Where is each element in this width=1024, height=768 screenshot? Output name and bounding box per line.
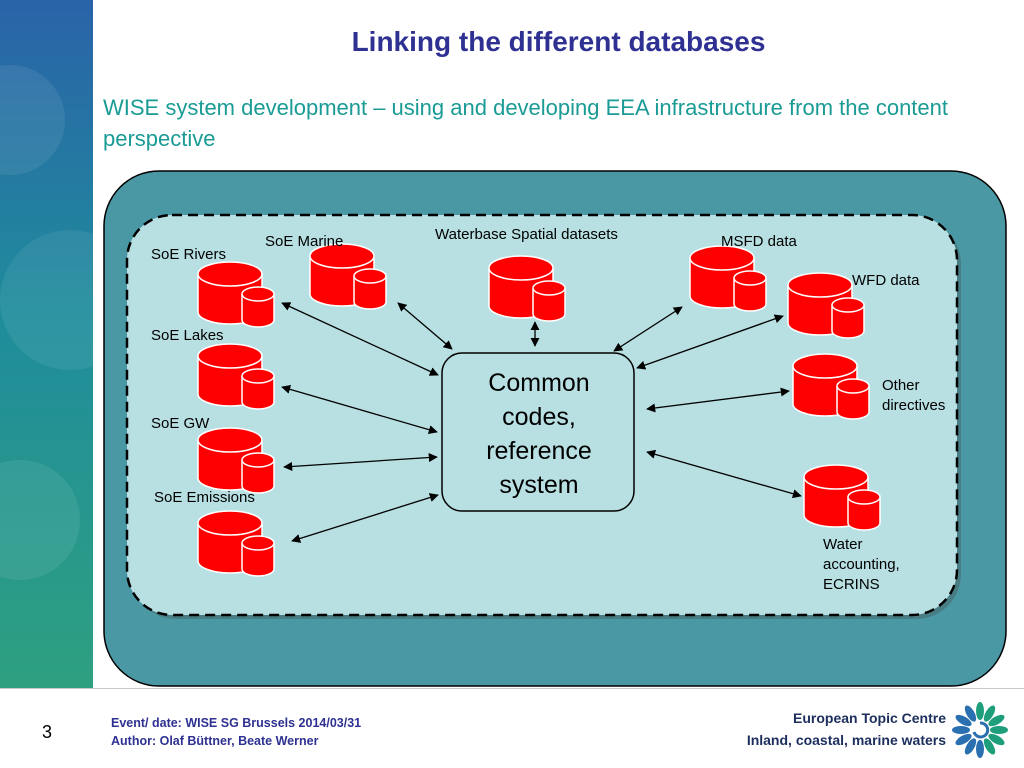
arrow-wfd [636, 314, 784, 370]
decorative-side-stripe [0, 0, 93, 688]
db-soe-marine-label: SoE Marine [265, 233, 344, 250]
footer-event: Event/ date: WISE SG Brussels 2014/03/31 [111, 716, 362, 730]
slide-title: Linking the different databases [351, 26, 766, 57]
connector-arrows [281, 302, 802, 543]
arrow-soe-lakes [281, 384, 438, 435]
db-waterbase-spatial-label: Waterbase Spatial datasets [435, 226, 618, 243]
footer-divider [0, 688, 1024, 689]
db-water-accounting-label: Water accounting, ECRINS [823, 536, 900, 593]
hub-label-line: Common [488, 369, 590, 397]
db-soe-rivers-label: SoE Rivers [151, 246, 227, 263]
db-wfd-label: WFD data [852, 272, 920, 289]
arrow-soe-emissions [291, 493, 439, 543]
slide-subtitle: WISE system development – using and deve… [103, 95, 949, 151]
db-other-directives-label: Other directives [882, 377, 946, 414]
hub-label-line: system [499, 471, 579, 499]
db-soe-emissions-label: SoE Emissions [154, 489, 255, 506]
arrow-soe-rivers [281, 302, 439, 376]
arrow-soe-marine [397, 302, 453, 350]
page-number: 3 [42, 722, 53, 742]
hub-box [441, 352, 635, 512]
db-soe-gw-label: SoE GW [151, 415, 210, 432]
etc-logo-icon [952, 702, 1008, 758]
logo-text-line1: European Topic Centre [793, 710, 946, 726]
arrow-other-directives [646, 387, 790, 413]
arrow-soe-gw [283, 452, 438, 472]
hub-label: Common codes, reference system [444, 366, 634, 502]
hub-label-line: reference [486, 437, 592, 465]
db-soe-lakes-label: SoE Lakes [151, 327, 224, 344]
database-linking-diagram [103, 170, 1007, 687]
footer-author: Author: Olaf Büttner, Beate Werner [111, 734, 319, 748]
db-msfd-label: MSFD data [721, 233, 797, 250]
arrow-water-accounting [646, 449, 802, 499]
logo-text-line2: Inland, coastal, marine waters [746, 732, 946, 748]
hub-label-line: codes, [502, 403, 576, 431]
